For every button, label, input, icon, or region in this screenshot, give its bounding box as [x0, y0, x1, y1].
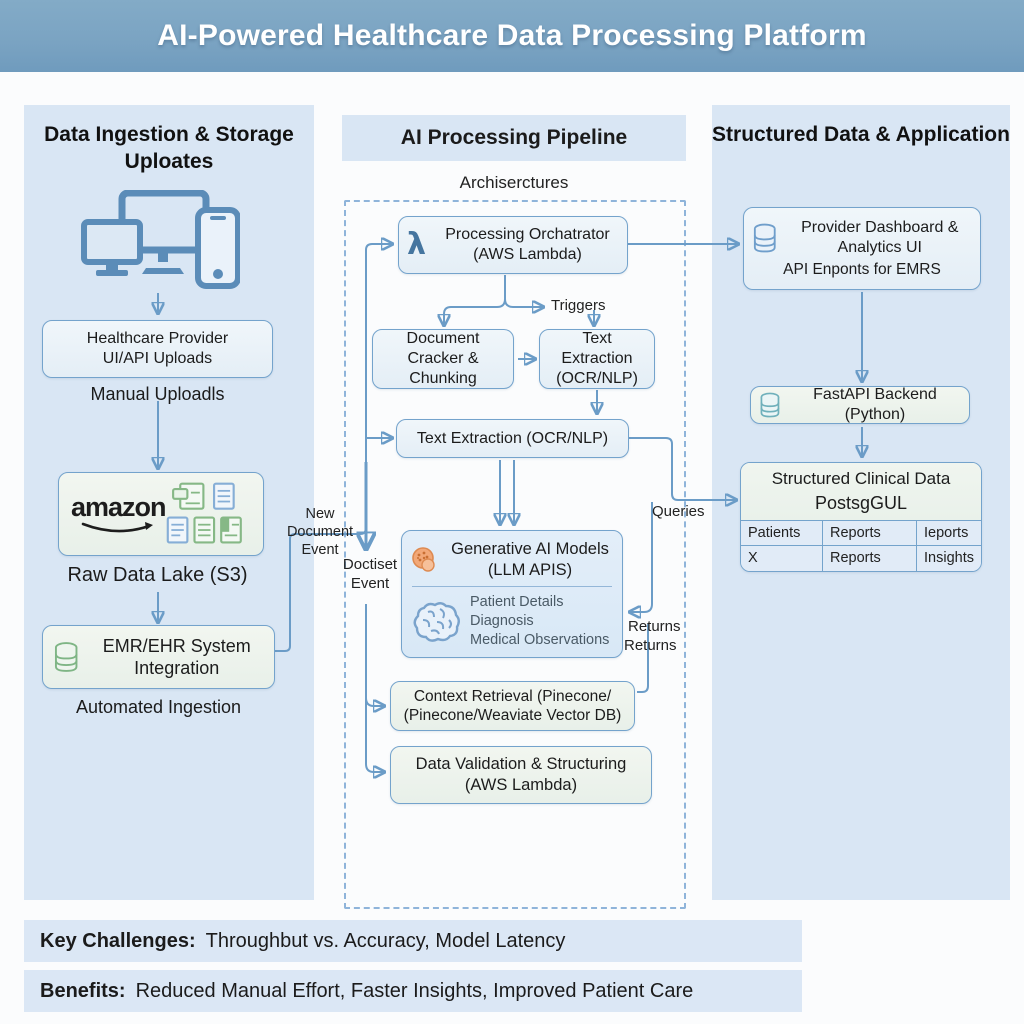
database-icon-small — [760, 392, 780, 418]
clinical-data-subtitle: PostsgGUL — [814, 492, 908, 513]
genai-item-diagnosis: Diagnosis — [470, 613, 534, 630]
fastapi-backend-box: FastAPI Backend (Python) — [750, 386, 970, 424]
benefits-bar: Benefits: Reduced Manual Effort, Faster … — [24, 970, 802, 1012]
text-extraction-box: Text Extraction (OCR/NLP) — [539, 329, 655, 389]
amazon-smile-icon — [81, 521, 154, 532]
middle-column-header: AI Processing Pipeline — [342, 115, 686, 161]
table-cell: Insights — [917, 546, 981, 571]
table-cell: X — [741, 546, 823, 571]
fastapi-backend-label: FastAPI Backend (Python) — [813, 386, 937, 423]
automated-ingestion-label: Automated Ingestion — [75, 697, 242, 717]
raw-data-lake-box: amazon — [58, 472, 264, 556]
key-challenges-label: Key Challenges: — [40, 929, 196, 952]
context-retrieval-label: Context Retrieval (Pinecone/ (Pinecone/W… — [403, 687, 622, 724]
document-cracker-label: Document Cracker & Chunking — [406, 330, 480, 387]
data-validation-label: Data Validation & Structuring (AWS Lambd… — [415, 755, 627, 794]
genai-item-medical-observations: Medical Observations — [470, 631, 610, 648]
clinical-data-table: Patients Reports Ieports X Reports Insig… — [741, 520, 981, 571]
healthcare-provider-label: Healthcare Provider UI/API Uploads — [86, 330, 229, 367]
key-challenges-text: Throughbut vs. Accuracy, Model Latency — [205, 929, 566, 952]
manual-uploads-label: Manual Uploadls — [90, 384, 225, 404]
provider-dashboard-label: Provider Dashboard & Analytics UI — [801, 218, 959, 256]
returns-label-1: Returns — [628, 618, 681, 635]
page-title: AI-Powered Healthcare Data Processing Pl… — [157, 19, 867, 52]
amazon-logo: amazon — [71, 493, 167, 535]
benefits-text: Reduced Manual Effort, Faster Insights, … — [135, 979, 694, 1002]
clinical-data-box: Structured Clinical Data PostsgGUL Patie… — [740, 462, 982, 572]
genai-divider — [412, 586, 612, 588]
data-validation-box: Data Validation & Structuring (AWS Lambd… — [390, 746, 652, 804]
document-icons — [166, 482, 242, 544]
table-cell: Reports — [823, 521, 917, 546]
brain-icon-orange — [412, 546, 435, 572]
clinical-data-title: Structured Clinical Data — [771, 468, 951, 488]
table-cell: Ieports — [917, 521, 981, 546]
text-extraction-label: Text Extraction (OCR/NLP) — [556, 330, 638, 387]
genai-item-patient-details: Patient Details — [470, 594, 564, 611]
emr-integration-box: EMR/EHR System Integration — [42, 625, 275, 689]
lambda-icon: λ — [407, 227, 426, 262]
middle-column-title: AI Processing Pipeline — [400, 126, 628, 149]
context-retrieval-box: Context Retrieval (Pinecone/ (Pinecone/W… — [390, 681, 635, 731]
benefits-label: Benefits: — [40, 979, 126, 1002]
brain-icon-blue — [413, 601, 460, 642]
database-icon-green — [54, 642, 78, 672]
left-column-title: Data Ingestion & Storage Uploates — [44, 123, 294, 174]
healthcare-provider-box: Healthcare Provider UI/API Uploads — [42, 320, 273, 378]
right-column-title: Structured Data & Application — [712, 123, 1010, 146]
processing-orchestrator-box: λ Processing Orchatrator (AWS Lambda) — [398, 216, 628, 274]
processing-orchestrator-label: Processing Orchatrator (AWS Lambda) — [445, 226, 610, 263]
database-icon-blue — [753, 223, 776, 253]
raw-data-lake-label: Raw Data Lake (S3) — [67, 564, 248, 586]
app-header: AI-Powered Healthcare Data Processing Pl… — [0, 0, 1024, 72]
new-document-event-label: New Document Event — [286, 506, 354, 559]
generative-ai-title: Generative AI Models (LLM APIS) — [451, 540, 609, 579]
text-extraction-wide-box: Text Extraction (OCR/NLP) — [396, 419, 629, 458]
queries-label: Queries — [652, 503, 705, 520]
api-endpoints-label: API Enponts for EMRS — [783, 260, 941, 278]
generative-ai-box: Generative AI Models (LLM APIS) Patient … — [401, 530, 623, 658]
devices-icon — [80, 189, 241, 295]
table-cell: Patients — [741, 521, 823, 546]
architecture-subtitle: Archiserctures — [459, 173, 569, 192]
table-cell: Reports — [823, 546, 917, 571]
returns-label-2: Returns — [624, 637, 677, 654]
text-extraction-wide-label: Text Extraction (OCR/NLP) — [416, 429, 609, 447]
document-cracker-box: Document Cracker & Chunking — [372, 329, 514, 389]
emr-integration-label: EMR/EHR System Integration — [102, 635, 251, 679]
key-challenges-bar: Key Challenges: Throughbut vs. Accuracy,… — [24, 920, 802, 962]
provider-dashboard-box: Provider Dashboard & Analytics UI API En… — [743, 207, 981, 290]
clinical-data-header: Structured Clinical Data PostsgGUL — [741, 463, 981, 520]
doctiset-event-label: Doctiset Event — [342, 556, 398, 592]
triggers-label: Triggers — [551, 297, 606, 314]
